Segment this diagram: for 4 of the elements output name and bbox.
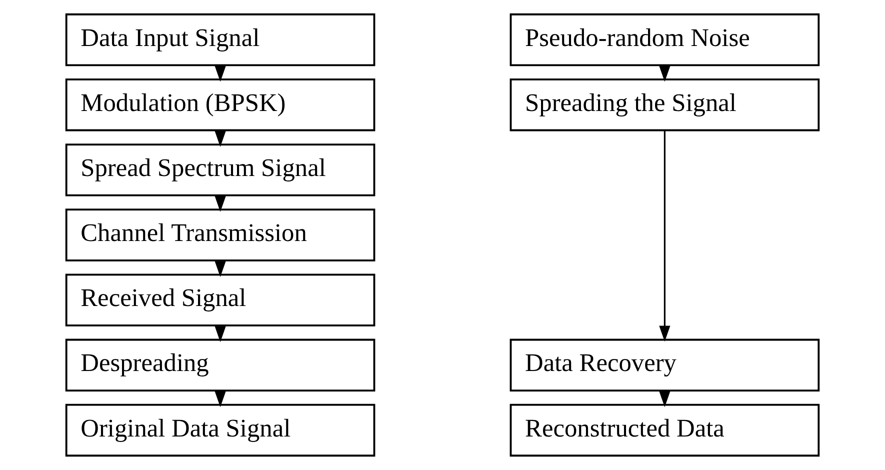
arrow [659, 130, 670, 342]
node-box: Original Data Signal [65, 404, 376, 457]
node-box: Reconstructed Data [510, 404, 820, 457]
node-box: Spreading the Signal [510, 78, 820, 132]
